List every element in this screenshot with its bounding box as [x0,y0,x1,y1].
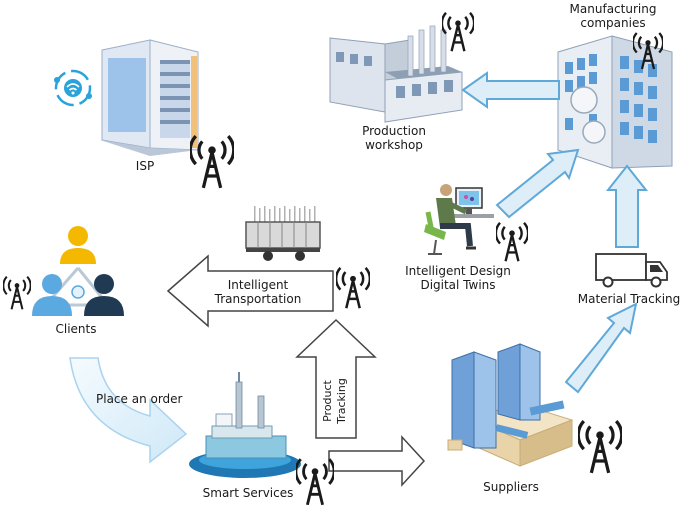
cargo-trailer-icon [245,206,321,261]
smart-services-label: Smart Services [202,486,294,500]
clients-icon [32,226,124,316]
radio-tower-icon [336,267,370,309]
suppliers-label: Suppliers [483,480,539,494]
radio-tower-icon [496,222,528,262]
manufacturing-building [557,35,673,169]
production-label-line1: Production [362,124,426,138]
arrow-manufacturing-to-production [461,71,560,109]
intelligent-design-line1: Intelligent Design [405,264,511,278]
smart-services-platform [189,372,301,478]
production-workshop [329,25,463,123]
intelligent-design-line2: Digital Twins [420,278,496,292]
delivery-truck-icon [595,253,668,288]
place-an-order-label: Place an order [96,392,183,406]
isp-building [100,39,199,156]
arrow-intelligent-transportation [166,254,334,328]
manufacturing-label-line2: companies [580,16,646,30]
intelligent-design-label: Intelligent Design Digital Twins [398,264,518,292]
arrow-smart-to-suppliers [328,435,426,487]
radio-tower-icon [3,276,31,310]
arrow-place-an-order [69,357,188,464]
production-label-line2: workshop [365,138,423,152]
product-tracking-line1: Product [321,380,334,422]
isp-label: ISP [135,159,155,173]
manufacturing-companies-label: Manufacturing companies [548,2,678,30]
arrow-product-tracking [295,318,377,439]
intelligent-transport-line2: Transportation [214,292,302,306]
radio-tower-icon [442,12,474,52]
arrow-material-to-manufacturing [605,164,649,248]
product-tracking-label: Product Tracking [321,371,351,431]
intelligent-transportation-label: Intelligent Transportation [208,278,308,306]
radio-tower-icon [578,420,622,474]
material-tracking-label: Material Tracking [577,292,681,306]
product-tracking-line2: Tracking [335,378,348,424]
clients-label: Clients [55,322,97,336]
production-workshop-label: Production workshop [344,124,444,152]
wifi-cloud-icon [54,69,92,107]
arrow-design-to-manufacturing [495,148,580,219]
suppliers-buildings [447,343,574,467]
manufacturing-label-line1: Manufacturing [569,2,657,16]
designer-at-workstation [424,184,494,255]
arrow-suppliers-to-material [564,302,638,394]
intelligent-transport-line1: Intelligent [227,278,289,292]
